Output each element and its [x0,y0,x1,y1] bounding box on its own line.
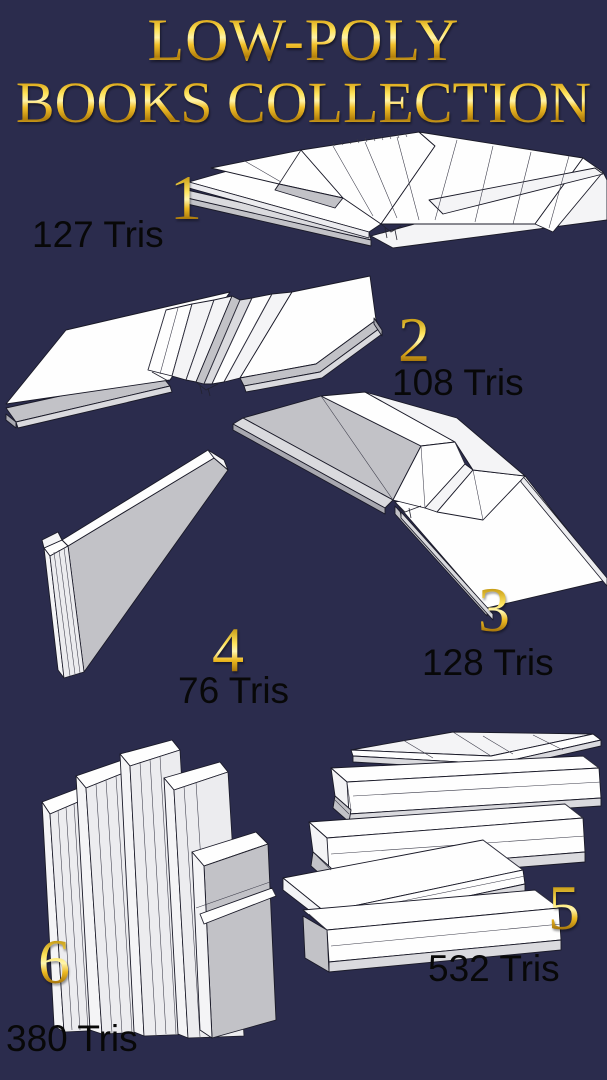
book-1-open-book-with-turning-page-icon [183,128,607,249]
book-4-number: 4 [212,614,244,685]
book-1-tris-label: 127 Tris [32,214,164,255]
book-3-half-open-book-icon [225,384,607,624]
book-2-tris-label: 108 Tris [392,362,524,403]
book-6-tris-label: 380 Tris [6,1018,138,1059]
book-4-tris-label: 76 Tris [178,670,290,711]
book-3-number: 3 [478,574,510,645]
book-1-number: 1 [170,162,202,233]
poster-title: LOW-POLY BOOKS COLLECTION [0,10,607,132]
book-2-open-book-flat-icon [0,258,400,438]
book-6-number: 6 [38,926,70,997]
book-6-row-of-standing-books-icon [24,738,292,1039]
title-line-1: LOW-POLY [0,10,607,70]
title-line-2: BOOKS COLLECTION [0,74,607,132]
book-5-tris-label: 532 Tris [428,948,560,989]
book-4-closed-book-standing-icon [28,428,238,688]
book-5-number: 5 [548,872,580,943]
book-5-stacked-books-icon [282,724,607,973]
book-3-tris-label: 128 Tris [422,642,554,683]
book-2-number: 2 [398,304,430,375]
